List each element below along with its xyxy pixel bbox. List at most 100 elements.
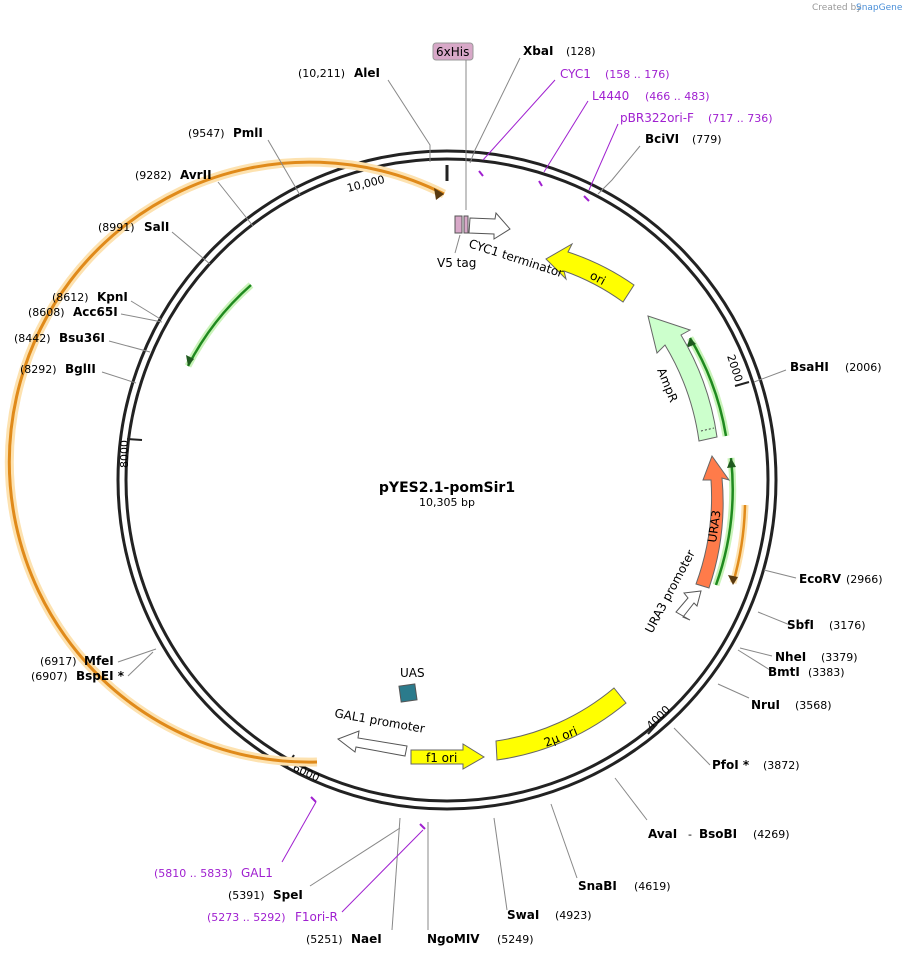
six-his-label: 6xHis — [436, 45, 469, 59]
site-pos-bsahi: (2006) — [845, 361, 882, 374]
site-pos-alei: (10,211) — [298, 67, 345, 80]
f1-ori-label: f1 ori — [426, 751, 457, 765]
gal1-promoter-label: GAL1 promoter — [333, 706, 425, 736]
site-name-bmti[interactable]: BmtI — [768, 665, 800, 679]
tick-label-2000: 2000 — [724, 353, 745, 384]
site-pos-spei: (5391) — [228, 889, 265, 902]
orf-left-green[interactable] — [184, 282, 254, 368]
site-pos-xbai: (128) — [566, 45, 596, 58]
site-name-spei[interactable]: SpeI — [273, 888, 303, 902]
site-name-acc65i[interactable]: Acc65I — [73, 305, 118, 319]
site-name-bcivi[interactable]: BciVI — [645, 132, 679, 146]
site-name-bglii[interactable]: BglII — [65, 362, 96, 376]
primer-name-pbr322ori-f[interactable]: pBR322ori-F — [620, 111, 694, 125]
primer-range-l4440: (466 .. 483) — [645, 90, 710, 103]
primer-range-f1ori-r: (5273 .. 5292) — [207, 911, 286, 924]
site-name-bspei[interactable]: BspEI * — [76, 669, 125, 683]
site-pos-nhei: (3379) — [821, 651, 858, 664]
site-name-sbfi[interactable]: SbfI — [787, 618, 814, 632]
site-name-alei[interactable]: AleI — [354, 66, 380, 80]
plasmid-length: 10,305 bp — [419, 496, 475, 509]
plasmid-name: pYES2.1-pomSir1 — [379, 480, 515, 496]
site-pos-nrui: (3568) — [795, 699, 832, 712]
site-pos-avrii: (9282) — [135, 169, 172, 182]
site-name-ngomiv[interactable]: NgoMIV — [427, 932, 480, 946]
primer-leaders — [281, 79, 619, 913]
site-pos-bcivi: (779) — [692, 133, 722, 146]
site-name-naei[interactable]: NaeI — [351, 932, 382, 946]
primer-range-pbr322ori-f: (717 .. 736) — [708, 112, 773, 125]
site-name-xbai[interactable]: XbaI — [523, 44, 553, 58]
site-avai-dash: - — [688, 828, 692, 841]
site-pos-swai: (4923) — [555, 909, 592, 922]
primer-name-f1ori-r[interactable]: F1ori-R — [295, 910, 338, 924]
site-name-bsobi[interactable]: BsoBI — [699, 827, 737, 841]
credit-created-by: Created by — [812, 3, 862, 13]
site-pos-mfei: (6917) — [40, 655, 77, 668]
site-name-bsu36i[interactable]: Bsu36I — [59, 331, 105, 345]
site-pos-bmti: (3383) — [808, 666, 845, 679]
v5-tag-feature[interactable]: V5 tag — [437, 215, 476, 270]
ura3-promoter-feature[interactable]: URA3 promoter — [642, 548, 702, 636]
gal1-promoter-feature[interactable]: GAL1 promoter — [333, 706, 426, 757]
site-name-avai[interactable]: AvaI — [648, 827, 677, 841]
site-name-kpni[interactable]: KpnI — [97, 290, 128, 304]
orf-right-green-2[interactable] — [712, 457, 737, 587]
site-name-pfoi[interactable]: PfoI * — [712, 758, 750, 772]
site-name-bsahi[interactable]: BsaHI — [790, 360, 829, 374]
site-pos-bglii: (8292) — [20, 363, 57, 376]
site-name-ecorv[interactable]: EcoRV — [799, 572, 842, 586]
uas-feature[interactable]: UAS — [398, 666, 425, 703]
ura3-label: URA3 — [705, 509, 723, 543]
ori-label: ori — [588, 268, 608, 288]
ori-feature[interactable]: ori — [545, 242, 635, 303]
site-name-pmli[interactable]: PmlI — [233, 126, 263, 140]
site-pos-snabi: (4619) — [634, 880, 671, 893]
site-pos-pfoi: (3872) — [763, 759, 800, 772]
primer-name-l4440[interactable]: L4440 — [592, 89, 629, 103]
site-pos-avai: (4269) — [753, 828, 790, 841]
f1-ori-feature[interactable]: f1 ori — [410, 743, 485, 770]
site-pos-sbfi: (3176) — [829, 619, 866, 632]
site-pos-naei: (5251) — [306, 933, 343, 946]
site-name-snabi[interactable]: SnaBI — [578, 879, 617, 893]
orf-right-green-1[interactable] — [686, 336, 730, 437]
backbone — [116, 149, 778, 811]
site-name-avrii[interactable]: AvrII — [180, 168, 212, 182]
six-his-label-box[interactable]: 6xHis — [432, 42, 474, 210]
site-name-nhei[interactable]: NheI — [775, 650, 806, 664]
cyc1-terminator-feature[interactable]: CYC1 terminator — [467, 211, 565, 280]
site-pos-kpni: (8612) — [52, 291, 89, 304]
primer-name-cyc1[interactable]: CYC1 — [560, 67, 591, 81]
ura3-feature[interactable]: URA3 — [695, 454, 731, 589]
v5-tag-label: V5 tag — [437, 256, 476, 270]
orf-large-arc[interactable] — [4, 157, 447, 767]
site-name-swai[interactable]: SwaI — [507, 908, 539, 922]
site-name-nrui[interactable]: NruI — [751, 698, 780, 712]
primer-range-cyc1: (158 .. 176) — [605, 68, 670, 81]
site-pos-acc65i: (8608) — [28, 306, 65, 319]
site-name-mfei[interactable]: MfeI — [84, 654, 114, 668]
site-pos-bspei: (6907) — [31, 670, 68, 683]
two-micron-ori-feature[interactable]: 2μ ori — [495, 687, 627, 761]
site-pos-bsu36i: (8442) — [14, 332, 51, 345]
site-name-sali[interactable]: SalI — [144, 220, 169, 234]
credit-snapgene[interactable]: SnapGene — [856, 3, 903, 13]
ampr-label: AmpR — [654, 366, 680, 404]
primer-range-gal1: (5810 .. 5833) — [154, 867, 233, 880]
site-leaders — [101, 57, 797, 931]
orf-right-orange[interactable] — [728, 504, 749, 585]
tick-label-10000: 10,000 — [346, 173, 387, 195]
primer-marks — [310, 170, 590, 830]
site-pos-ecorv: (2966) — [846, 573, 883, 586]
primer-name-gal1[interactable]: GAL1 — [241, 866, 273, 880]
six-his-tick[interactable] — [463, 215, 469, 234]
tick-2000 — [734, 381, 750, 387]
site-pos-ngomiv: (5249) — [497, 933, 534, 946]
tick-label-4000: 4000 — [644, 703, 673, 732]
tick-4000 — [647, 723, 658, 735]
site-pos-sali: (8991) — [98, 221, 135, 234]
site-pos-pmli: (9547) — [188, 127, 225, 140]
tick-label-8000: 8000 — [118, 440, 131, 468]
